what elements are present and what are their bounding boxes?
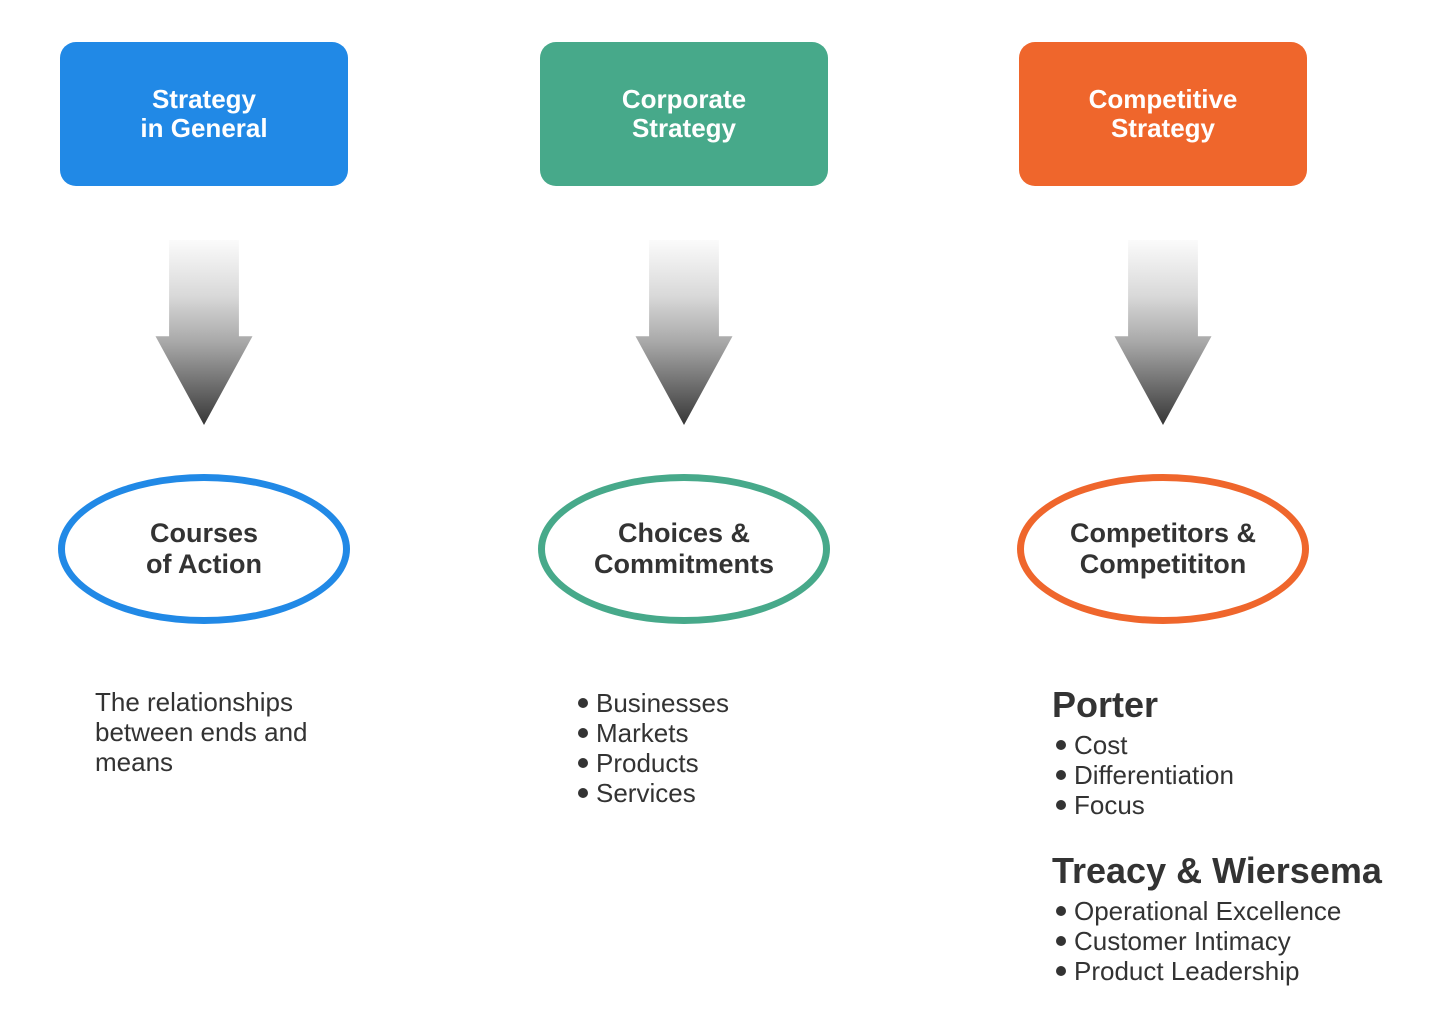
section-treacy-wiersema: Treacy & Wiersema Operational Excellence… bbox=[1052, 852, 1412, 986]
box-label: Competitive Strategy bbox=[1088, 84, 1238, 143]
section-heading: Porter bbox=[1052, 684, 1159, 725]
bullet-icon bbox=[578, 698, 588, 708]
strategy-in-general-box: Strategy in General bbox=[60, 42, 348, 186]
description-text: The relationships between ends and means bbox=[95, 687, 308, 777]
down-arrow-icon bbox=[155, 240, 253, 425]
column-competitive-strategy: Competitive Strategy Competitors & Compe… bbox=[1017, 0, 1382, 1012]
bullet-label: Focus bbox=[1074, 789, 1145, 820]
bullet-icon bbox=[1056, 906, 1066, 916]
down-arrow-icon bbox=[635, 240, 733, 425]
bullet-icon bbox=[578, 728, 588, 738]
list-item: Product Leadership bbox=[1052, 956, 1412, 986]
box-label: Strategy in General bbox=[140, 84, 268, 143]
list-item: Operational Excellence bbox=[1052, 896, 1412, 926]
courses-of-action-ellipse: Courses of Action bbox=[58, 474, 350, 624]
bullet-icon bbox=[1056, 770, 1066, 780]
ellipse-label: Choices & Commitments bbox=[593, 518, 775, 579]
bullet-label: Operational Excellence bbox=[1074, 895, 1342, 926]
box-label: Corporate Strategy bbox=[621, 84, 747, 143]
ellipse-label: Courses of Action bbox=[146, 518, 262, 579]
competitive-strategy-box: Competitive Strategy bbox=[1019, 42, 1307, 186]
list-item: Differentiation bbox=[1052, 760, 1412, 790]
bullet-label: Businesses bbox=[596, 687, 729, 718]
bullet-icon bbox=[1056, 966, 1066, 976]
bullet-icon bbox=[578, 788, 588, 798]
bullet-label: Product Leadership bbox=[1074, 955, 1300, 986]
list-item: Markets bbox=[578, 718, 729, 748]
section-porter: Porter Cost Differentiation Focus bbox=[1052, 686, 1412, 820]
bullet-label: Products bbox=[596, 747, 699, 778]
bullet-icon bbox=[578, 758, 588, 768]
bullet-label: Cost bbox=[1074, 729, 1128, 760]
list-item: Cost bbox=[1052, 730, 1412, 760]
list-item: Businesses bbox=[578, 688, 729, 718]
list-item: Focus bbox=[1052, 790, 1412, 820]
corporate-strategy-box: Corporate Strategy bbox=[540, 42, 828, 186]
bullet-label: Markets bbox=[596, 717, 689, 748]
bullet-icon bbox=[1056, 936, 1066, 946]
bullet-icon bbox=[1056, 740, 1066, 750]
list-item: Services bbox=[578, 778, 729, 808]
list-item: Customer Intimacy bbox=[1052, 926, 1412, 956]
corporate-bullet-list: Businesses Markets Products Services bbox=[578, 688, 729, 808]
competitive-frameworks: Porter Cost Differentiation Focus Treacy… bbox=[1052, 686, 1412, 986]
bullet-label: Services bbox=[596, 777, 696, 808]
bullet-icon bbox=[1056, 800, 1066, 810]
column-strategy-in-general: Strategy in General Courses of Action Th… bbox=[58, 0, 350, 1012]
ellipse-label: Competitors & Competititon bbox=[1069, 518, 1256, 579]
section-heading: Treacy & Wiersema bbox=[1052, 850, 1382, 891]
column-corporate-strategy: Corporate Strategy Choices & Commitments… bbox=[538, 0, 830, 1012]
down-arrow-icon bbox=[1114, 240, 1212, 425]
bullet-label: Differentiation bbox=[1074, 759, 1234, 790]
competitors-competition-ellipse: Competitors & Competititon bbox=[1017, 474, 1309, 624]
choices-commitments-ellipse: Choices & Commitments bbox=[538, 474, 830, 624]
list-item: Products bbox=[578, 748, 729, 778]
bullet-label: Customer Intimacy bbox=[1074, 925, 1291, 956]
